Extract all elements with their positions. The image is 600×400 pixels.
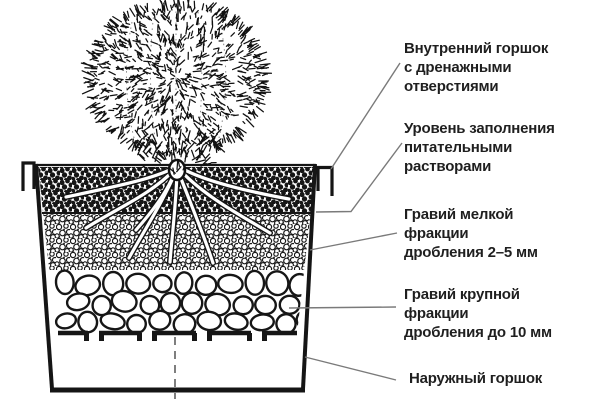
leader-line-fill-level <box>315 142 403 213</box>
outer-pot-wall-right <box>301 163 317 390</box>
pot-outlines <box>21 161 334 393</box>
label-coarse-gravel: Гравий крупной фракции дробления до 10 м… <box>404 286 552 341</box>
fine-gravel-layer <box>38 213 316 270</box>
leader-line-fine-gravel <box>309 232 398 251</box>
leader-lines <box>288 62 403 381</box>
leader-line-coarse-gravel <box>288 306 397 309</box>
root-system <box>63 158 292 266</box>
label-inner-pot: Внутренний горшок с дренажными отверстия… <box>404 40 549 95</box>
root-crown <box>167 158 187 182</box>
cactus-spines <box>80 0 273 175</box>
cactus-ribs <box>125 6 227 152</box>
inner-pot-rim-hook-left <box>21 161 36 191</box>
inner-pot-feet <box>84 333 267 341</box>
leader-line-outer-pot <box>304 356 397 381</box>
coarse-gravel-layer <box>54 269 316 334</box>
inner-pot-rim-hook-right <box>316 165 334 196</box>
leader-line-inner-pot <box>330 62 401 170</box>
label-fine-gravel: Гравий мелкой фракции дробления 2–5 мм <box>404 206 538 261</box>
cactus-illustration <box>80 0 273 175</box>
outer-pot-wall-left <box>34 163 54 390</box>
label-outer-pot: Наружный горшок <box>409 370 543 387</box>
label-fill-level: Уровень заполнения питательными раствора… <box>404 120 555 175</box>
